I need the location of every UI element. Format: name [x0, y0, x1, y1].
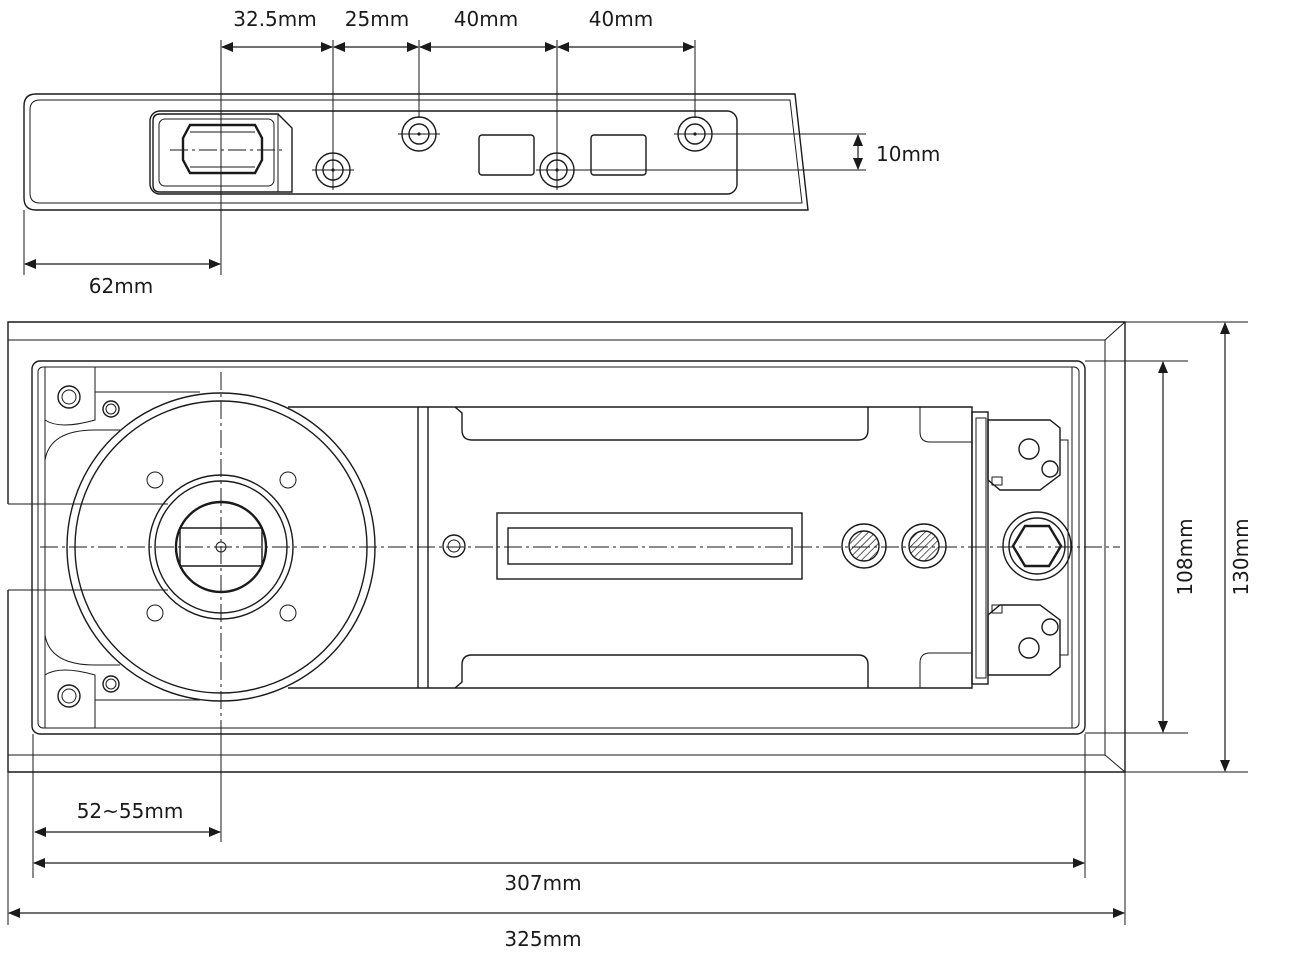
slot-2 [590, 134, 647, 176]
dim-label-62: 62mm [89, 274, 153, 298]
dim-label-32-5: 32.5mm [233, 7, 317, 31]
dim-label-25: 25mm [345, 7, 409, 31]
dim-label-52-55: 52~55mm [77, 799, 184, 823]
screw-hole-4 [674, 116, 716, 152]
dim-label-325: 325mm [504, 927, 581, 951]
cover-plate-inner-edge [29, 99, 803, 204]
end-cap-block [971, 411, 1072, 685]
dim-label-40a: 40mm [454, 7, 518, 31]
cover-plate-outline [23, 93, 809, 211]
screw-hole-2 [398, 116, 440, 152]
dim-label-40b: 40mm [589, 7, 653, 31]
cover-plate-recess [149, 110, 738, 195]
spindle-square [181, 123, 264, 175]
dim-label-108: 108mm [1173, 518, 1197, 595]
cover-plate-view: 32.5mm 25mm 40mm 40mm 10mm 62mm [23, 7, 940, 298]
adjust-valve-2 [901, 523, 947, 569]
slot-1 [478, 134, 535, 176]
floor-spring-body-view: 52~55mm 307mm 325mm 108mm 130mm [7, 321, 1253, 951]
spindle-housing [152, 113, 293, 193]
dim-label-130: 130mm [1229, 518, 1253, 595]
cement-box-outline [7, 321, 1126, 773]
dim-label-10: 10mm [876, 142, 940, 166]
mounting-hole-top-left [44, 367, 120, 426]
dim-label-307: 307mm [504, 871, 581, 895]
mounting-hole-bottom-left [44, 669, 120, 728]
adjust-valve-1 [841, 523, 887, 569]
